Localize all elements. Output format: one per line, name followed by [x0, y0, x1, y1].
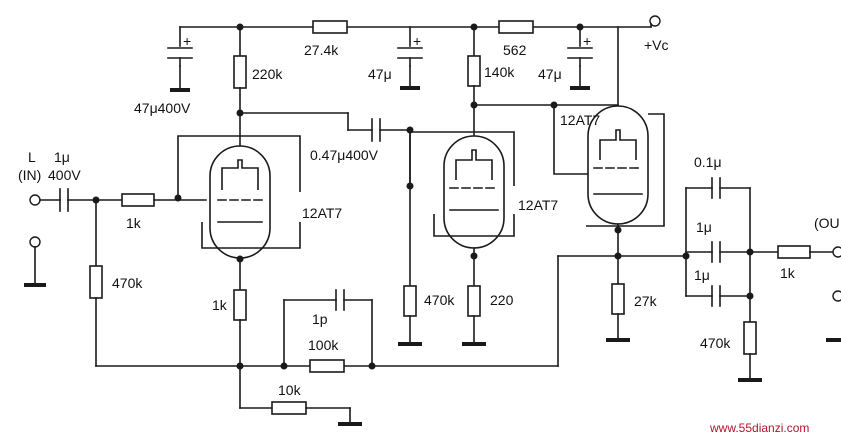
label-r-cath1: 1k: [212, 297, 228, 313]
label-c-couple: 0.47μ400V: [310, 147, 379, 163]
label-r-fb: 100k: [308, 337, 339, 353]
label-input-in: (IN): [18, 167, 41, 183]
resistor-140k: [467, 55, 481, 87]
label-tube2: 12AT7: [518, 197, 558, 213]
svg-text:+: +: [183, 33, 191, 49]
label-input-l: L: [28, 149, 36, 165]
label-output: (OU: [814, 215, 840, 231]
watermark: www.55dianzi.com: [709, 421, 809, 435]
capacitor-47u400v: [167, 47, 193, 92]
label-c-in-value: 1μ: [54, 149, 70, 165]
tube-2: [409, 131, 515, 249]
resistor-1k-cathode: [233, 289, 247, 321]
capacitor-1u-a: [711, 241, 721, 263]
capacitor-1u-b: [711, 285, 721, 307]
resistor-27k: [611, 283, 625, 315]
svg-text:+: +: [583, 33, 591, 49]
capacitor-1u-input: [59, 188, 69, 212]
label-r-cath2: 220: [490, 292, 514, 308]
label-r-grid1: 1k: [126, 215, 142, 231]
label-r-out-leak: 470k: [700, 335, 731, 351]
label-r-grid2: 470k: [424, 292, 455, 308]
label-vcc: +Vc: [644, 37, 669, 53]
label-c-out1: 0.1μ: [694, 154, 722, 170]
label-r-cath3: 27k: [634, 293, 658, 309]
capacitor-1p: [335, 289, 345, 311]
tube-1: [177, 135, 301, 259]
label-r-out: 1k: [780, 265, 796, 281]
label-r-dec2: 562: [503, 42, 527, 58]
label-c-dec2: 47μ: [538, 66, 562, 82]
label-r-plate1: 220k: [252, 66, 283, 82]
label-c-out3: 1μ: [694, 267, 710, 283]
component-labels: L (IN) 1μ 400V 1k 470k 1k 220k 27.4k 47μ…: [18, 37, 840, 398]
label-r-fb2: 10k: [278, 382, 302, 398]
label-c-dec0: 47μ400V: [134, 100, 191, 116]
capacitor-0-47u: [371, 118, 381, 142]
label-tube1: 12AT7: [302, 205, 342, 221]
output-ground-terminal: [832, 290, 841, 302]
capacitor-47u-b: [567, 47, 593, 90]
label-c-in-voltage: 400V: [48, 167, 81, 183]
resistor-470k-output: [743, 321, 757, 355]
resistor-470k-grid2: [403, 285, 417, 317]
label-r-leak1: 470k: [112, 275, 143, 291]
label-r-dec1: 27.4k: [304, 42, 339, 58]
input-terminal: [29, 194, 41, 206]
label-c-fb: 1p: [312, 311, 328, 327]
label-c-dec1: 47μ: [368, 66, 392, 82]
label-c-out2: 1μ: [696, 219, 712, 235]
resistor-100k: [309, 359, 345, 373]
resistor-1k-output: [777, 245, 811, 259]
resistor-10k: [271, 401, 307, 415]
rail-junctions: [236, 23, 584, 31]
label-r-plate2: 140k: [484, 64, 515, 80]
plus-marks: + + +: [183, 33, 591, 49]
tube-3: [553, 105, 665, 227]
ground-terminal: [29, 236, 41, 248]
label-tube3: 12AT7: [560, 112, 600, 128]
resistor-562: [498, 20, 534, 34]
svg-text:+: +: [413, 33, 421, 49]
capacitor-47u-a: [397, 47, 423, 90]
resistor-27-4k: [312, 20, 348, 34]
resistor-220: [467, 285, 481, 317]
resistor-470k-leak: [89, 265, 103, 299]
vcc-terminal: [649, 15, 661, 27]
resistor-220k: [233, 55, 247, 89]
resistor-1k-grid: [121, 193, 155, 207]
output-terminal: [832, 246, 841, 258]
capacitor-0-1u: [711, 177, 721, 199]
